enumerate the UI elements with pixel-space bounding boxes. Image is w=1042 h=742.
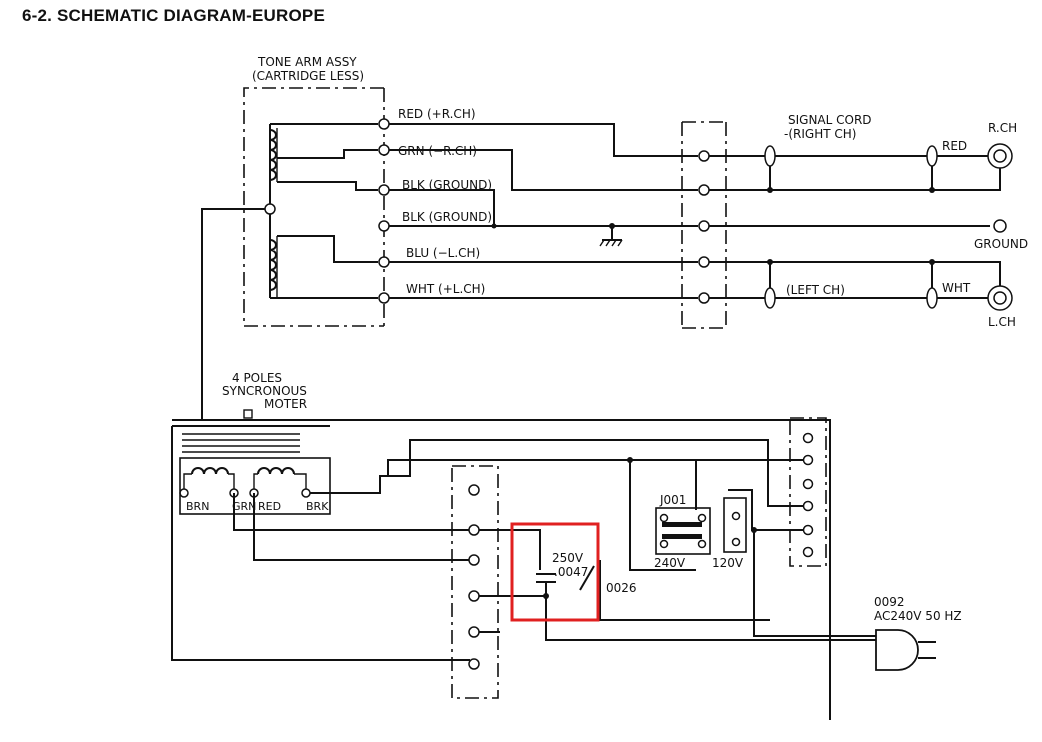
capacitor <box>536 565 595 596</box>
capacitor-part: 0026 <box>606 581 637 595</box>
capacitor-highlight <box>510 522 600 622</box>
wire-label-blk-1: BLK (GROUND) <box>402 178 492 192</box>
tone-arm-terminals <box>378 118 390 304</box>
left-ch-label: (LEFT CH) <box>786 283 845 297</box>
ground-label: GROUND <box>974 237 1028 251</box>
rca-jack-right <box>987 143 1013 169</box>
voltage-selector <box>655 497 747 555</box>
motor-shaft <box>243 409 253 419</box>
motor-lead-grn: GRN <box>232 500 256 513</box>
motor-lead-red: RED <box>258 500 281 513</box>
wht-output-label: WHT <box>942 281 971 295</box>
lch-label: L.CH <box>988 315 1016 329</box>
motor-label-2: SYNCRONOUS <box>222 384 307 398</box>
output-wires <box>709 145 1001 309</box>
terminal-strip-center <box>451 465 499 699</box>
motor-lead-brn: BRN <box>186 500 209 513</box>
wire-label-blu: BLU (−L.CH) <box>406 246 480 260</box>
signal-cord-label-1: SIGNAL CORD <box>788 113 872 127</box>
tone-arm-wiring <box>201 123 378 420</box>
plug-part: 0092 <box>874 595 905 609</box>
upper-coil <box>269 124 278 182</box>
signal-cord-label-2: -(RIGHT CH) <box>784 127 856 141</box>
power-wiring <box>171 419 876 720</box>
motor-label-1: 4 POLES <box>232 371 282 385</box>
wire-label-red: RED (+R.CH) <box>398 107 476 121</box>
plug-rating: AC240V 50 HZ <box>874 609 962 623</box>
tone-arm-center-terminal <box>264 203 276 215</box>
capacitor-value: .0047 <box>554 565 588 579</box>
junction-block <box>681 121 727 329</box>
motor-label-3: MOTER <box>264 397 307 411</box>
ground-terminal <box>993 219 1007 233</box>
wire-label-wht: WHT (+L.CH) <box>406 282 485 296</box>
terminal-strip-right <box>789 417 827 567</box>
chassis-ground-symbol <box>599 226 623 247</box>
rch-label: R.CH <box>988 121 1017 135</box>
page-title: 6-2. SCHEMATIC DIAGRAM-EUROPE <box>22 6 326 25</box>
switch-240v: 240V <box>654 556 686 570</box>
signal-wires <box>389 123 698 299</box>
tone-arm-label-1: TONE ARM ASSY <box>257 55 357 69</box>
motor-core <box>172 419 330 498</box>
tone-arm-label-2: (CARTRIDGE LESS) <box>252 69 364 83</box>
switch-120v: 120V <box>712 556 744 570</box>
motor-lead-brk: BRK <box>306 500 329 513</box>
lower-coil <box>269 232 278 298</box>
capacitor-voltage: 250V <box>552 551 584 565</box>
wire-label-blk-2: BLK (GROUND) <box>402 210 492 224</box>
red-output-label: RED <box>942 139 967 153</box>
switch-id: J001 <box>659 493 686 507</box>
ac-plug <box>875 629 936 671</box>
rca-jack-left <box>987 285 1013 311</box>
